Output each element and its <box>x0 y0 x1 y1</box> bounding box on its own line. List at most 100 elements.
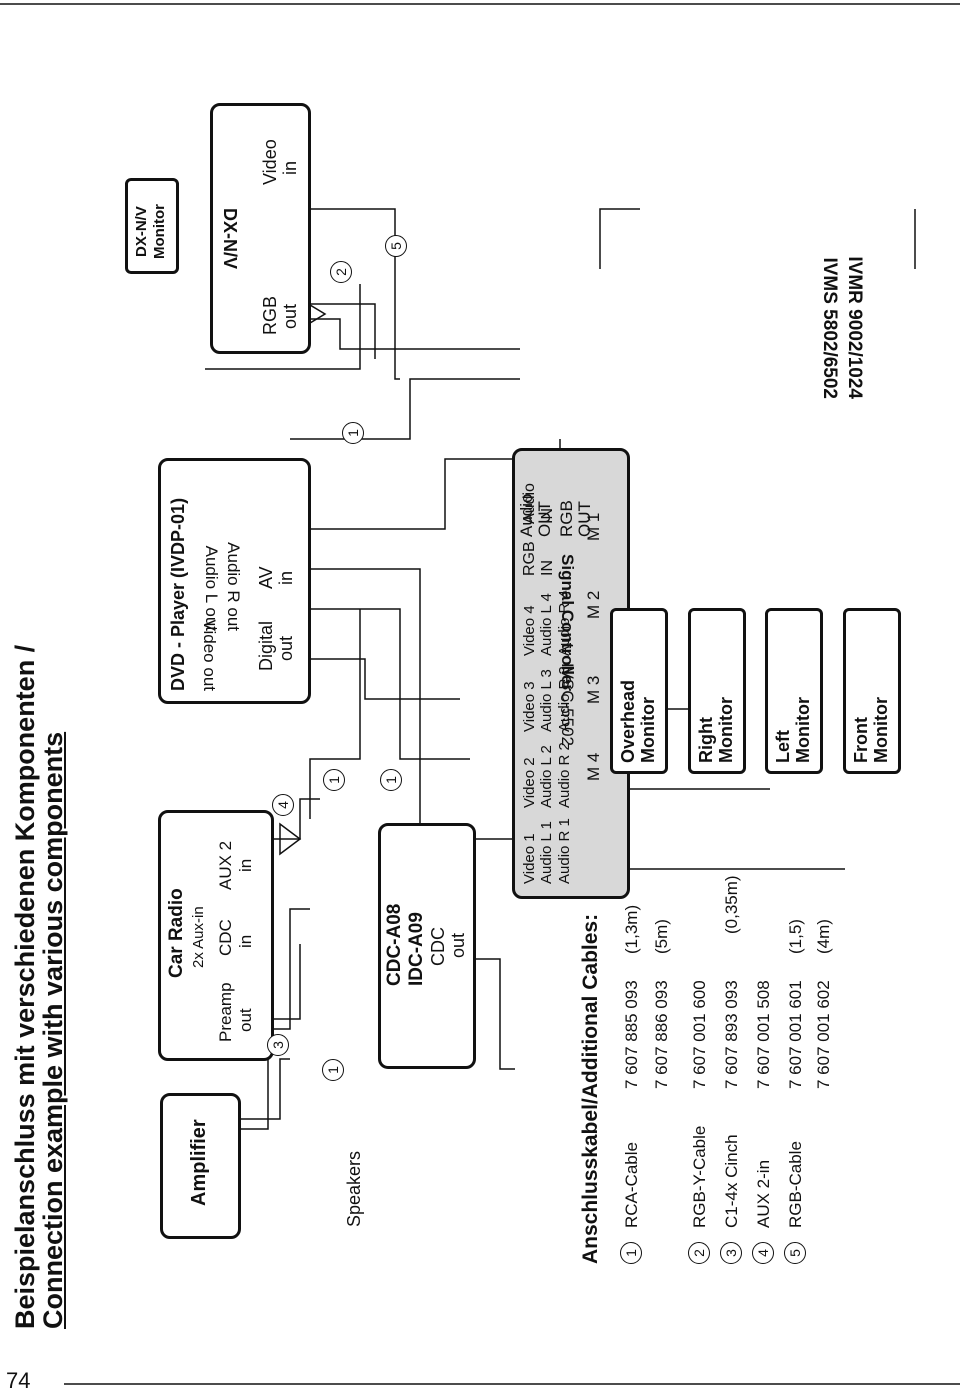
legend-name: RGB-Y-Cable <box>690 1125 709 1228</box>
m2-label: M 2 <box>584 590 603 619</box>
monitor-right-line1: Right <box>696 717 716 763</box>
preamp-label: Preamp <box>216 982 235 1042</box>
audio-l2-label: Audio L 2 <box>538 745 556 808</box>
marker-3: 3 <box>267 1034 289 1056</box>
monitor-front: Front Monitor <box>843 608 901 774</box>
audio-out-label: Audio <box>517 493 536 537</box>
speakers-label: Speakers <box>344 1150 364 1227</box>
cdc-line3: CDC <box>428 927 448 966</box>
legend-row: 3 C1-4x Cinch 7 607 893 093 (0,35m) <box>720 875 742 1264</box>
cdc-out-label: out <box>448 932 468 958</box>
legend-name: RGB-Cable <box>786 1141 805 1228</box>
m4-label: M 4 <box>584 752 603 781</box>
legend-len: (0,35m) <box>722 875 741 934</box>
amplifier-box: Amplifier <box>160 1093 241 1239</box>
video-3-label: Video 3 <box>521 681 538 732</box>
dxnv-video-label: Video <box>260 139 280 185</box>
legend-len: (1,3m) <box>622 904 641 954</box>
monitor-left-line2: Monitor <box>793 697 813 763</box>
legend-part: 7 607 001 601 <box>786 980 805 1089</box>
marker-1-amp: 1 <box>322 1059 344 1081</box>
cdc-box: CDC-A08 IDC-A09 CDC out <box>378 823 476 1069</box>
car-radio-title: Car Radio <box>166 888 187 978</box>
cdc-line2: IDC-A09 <box>406 912 427 986</box>
cdc-in-sub: in <box>236 934 255 948</box>
rgb-in-label: RGB <box>521 541 538 576</box>
car-radio-subtitle: 2x Aux-in <box>190 906 207 968</box>
rgb-out-block: RGB OUT <box>557 500 594 537</box>
marker-5: 5 <box>385 235 407 257</box>
legend-part: 7 607 893 093 <box>722 980 741 1089</box>
dxnv-monitor-line2: Monitor <box>151 204 168 259</box>
legend-row: 5 RGB-Cable 7 607 001 601 (1,5) <box>784 919 806 1264</box>
legend-name: RCA-Cable <box>622 1142 641 1228</box>
ivms-line1: IVMS 5802/6502 <box>819 257 840 399</box>
cdc-line1: CDC-A08 <box>384 903 405 986</box>
dvd-player-box: DVD - Player (IVDP-01) Digital out AV in… <box>158 458 311 704</box>
audio-r1-label: Audio R 1 <box>555 818 573 884</box>
input-group-2: Video 2 Audio L 2 Audio R 2 <box>521 742 573 808</box>
page-number: 74 <box>6 1368 31 1393</box>
video-1-label: Video 1 <box>521 833 538 884</box>
legend-part: 7 607 001 508 <box>754 980 773 1089</box>
legend-num: 5 <box>784 1242 806 1264</box>
dxnv-monitor-line1: DX-N/V <box>133 206 150 257</box>
monitor-left: Left Monitor <box>765 608 823 774</box>
monitor-front-line2: Monitor <box>871 697 891 763</box>
legend-name: AUX 2-in <box>754 1159 773 1228</box>
amplifier-label: Amplifier <box>188 1119 210 1206</box>
rgb-out-label: RGB <box>557 500 576 537</box>
monitor-overhead-line2: Monitor <box>638 697 658 763</box>
marker-1-dvd: 1 <box>342 422 364 444</box>
dxnv-rgb-out-label: out <box>280 303 300 329</box>
dxnv-rgb-label: RGB <box>260 295 280 335</box>
dvd-title: DVD - Player (IVDP-01) <box>168 497 188 691</box>
video-2-label: Video 2 <box>521 757 538 808</box>
cdc-in-label: CDC <box>216 919 235 956</box>
legend-row: 1 RCA-Cable 7 607 885 093 (1,3m) <box>620 905 642 1264</box>
rgb-out-sub: OUT <box>574 501 594 537</box>
monitor-front-line1: Front <box>851 717 871 763</box>
marker-1-cdc: 1 <box>380 769 402 791</box>
monitor-right: Right Monitor <box>688 608 746 774</box>
audio-out-block: Audio OUT <box>517 493 554 537</box>
digital-label: Digital <box>256 620 276 671</box>
marker-4: 4 <box>272 794 294 816</box>
legend-part: 7 607 001 600 <box>690 980 709 1089</box>
legend-len: (4m) <box>814 919 833 954</box>
audio-l3-label: Audio L 3 <box>538 669 556 732</box>
av-in-label: in <box>276 570 296 585</box>
marker-1-aux: 1 <box>323 769 345 791</box>
car-radio-box: Car Radio 2x Aux-in Preamp out CDC in AU… <box>158 810 274 1061</box>
marker-2: 2 <box>330 261 352 283</box>
ivms-line2: IVMR 9002/1024 <box>844 256 865 399</box>
dxnv-video-in-label: in <box>280 160 300 175</box>
rgb-in: RGB IN <box>521 541 556 576</box>
monitor-overhead: Overhead Monitor <box>610 608 668 774</box>
monitor-left-line1: Left <box>773 730 793 763</box>
dxnv-monitor-box: DX-N/V Monitor <box>125 178 179 274</box>
aux2-in-label: in <box>236 858 255 872</box>
legend-part: 7 607 886 093 <box>652 980 671 1089</box>
audio-l4-label: Audio L 4 <box>538 593 556 656</box>
legend-num: 4 <box>752 1242 774 1264</box>
legend-num: 3 <box>720 1242 742 1264</box>
video-4-label: Video 4 <box>521 605 538 656</box>
m3-label: M 3 <box>584 675 603 704</box>
rgb-in-sub: IN <box>538 560 556 576</box>
legend-row: 4 AUX 2-in 7 607 001 508 <box>752 980 774 1264</box>
audio-r2-label: Audio R 2 <box>555 742 573 808</box>
legend-name: C1-4x Cinch <box>722 1134 741 1228</box>
digital-out-label: out <box>276 635 296 661</box>
legend-num: 1 <box>620 1242 642 1264</box>
audio-out-sub: OUT <box>534 501 554 537</box>
input-group-1: Video 1 Audio L 1 Audio R 1 <box>521 818 573 884</box>
legend-row: 2 RGB-Y-Cable 7 607 001 600 <box>688 980 710 1264</box>
av-label: AV <box>256 566 276 589</box>
legend-part: 7 607 001 602 <box>814 980 833 1089</box>
dxnv-box: DX-N/V RGB out Video in <box>210 103 311 354</box>
